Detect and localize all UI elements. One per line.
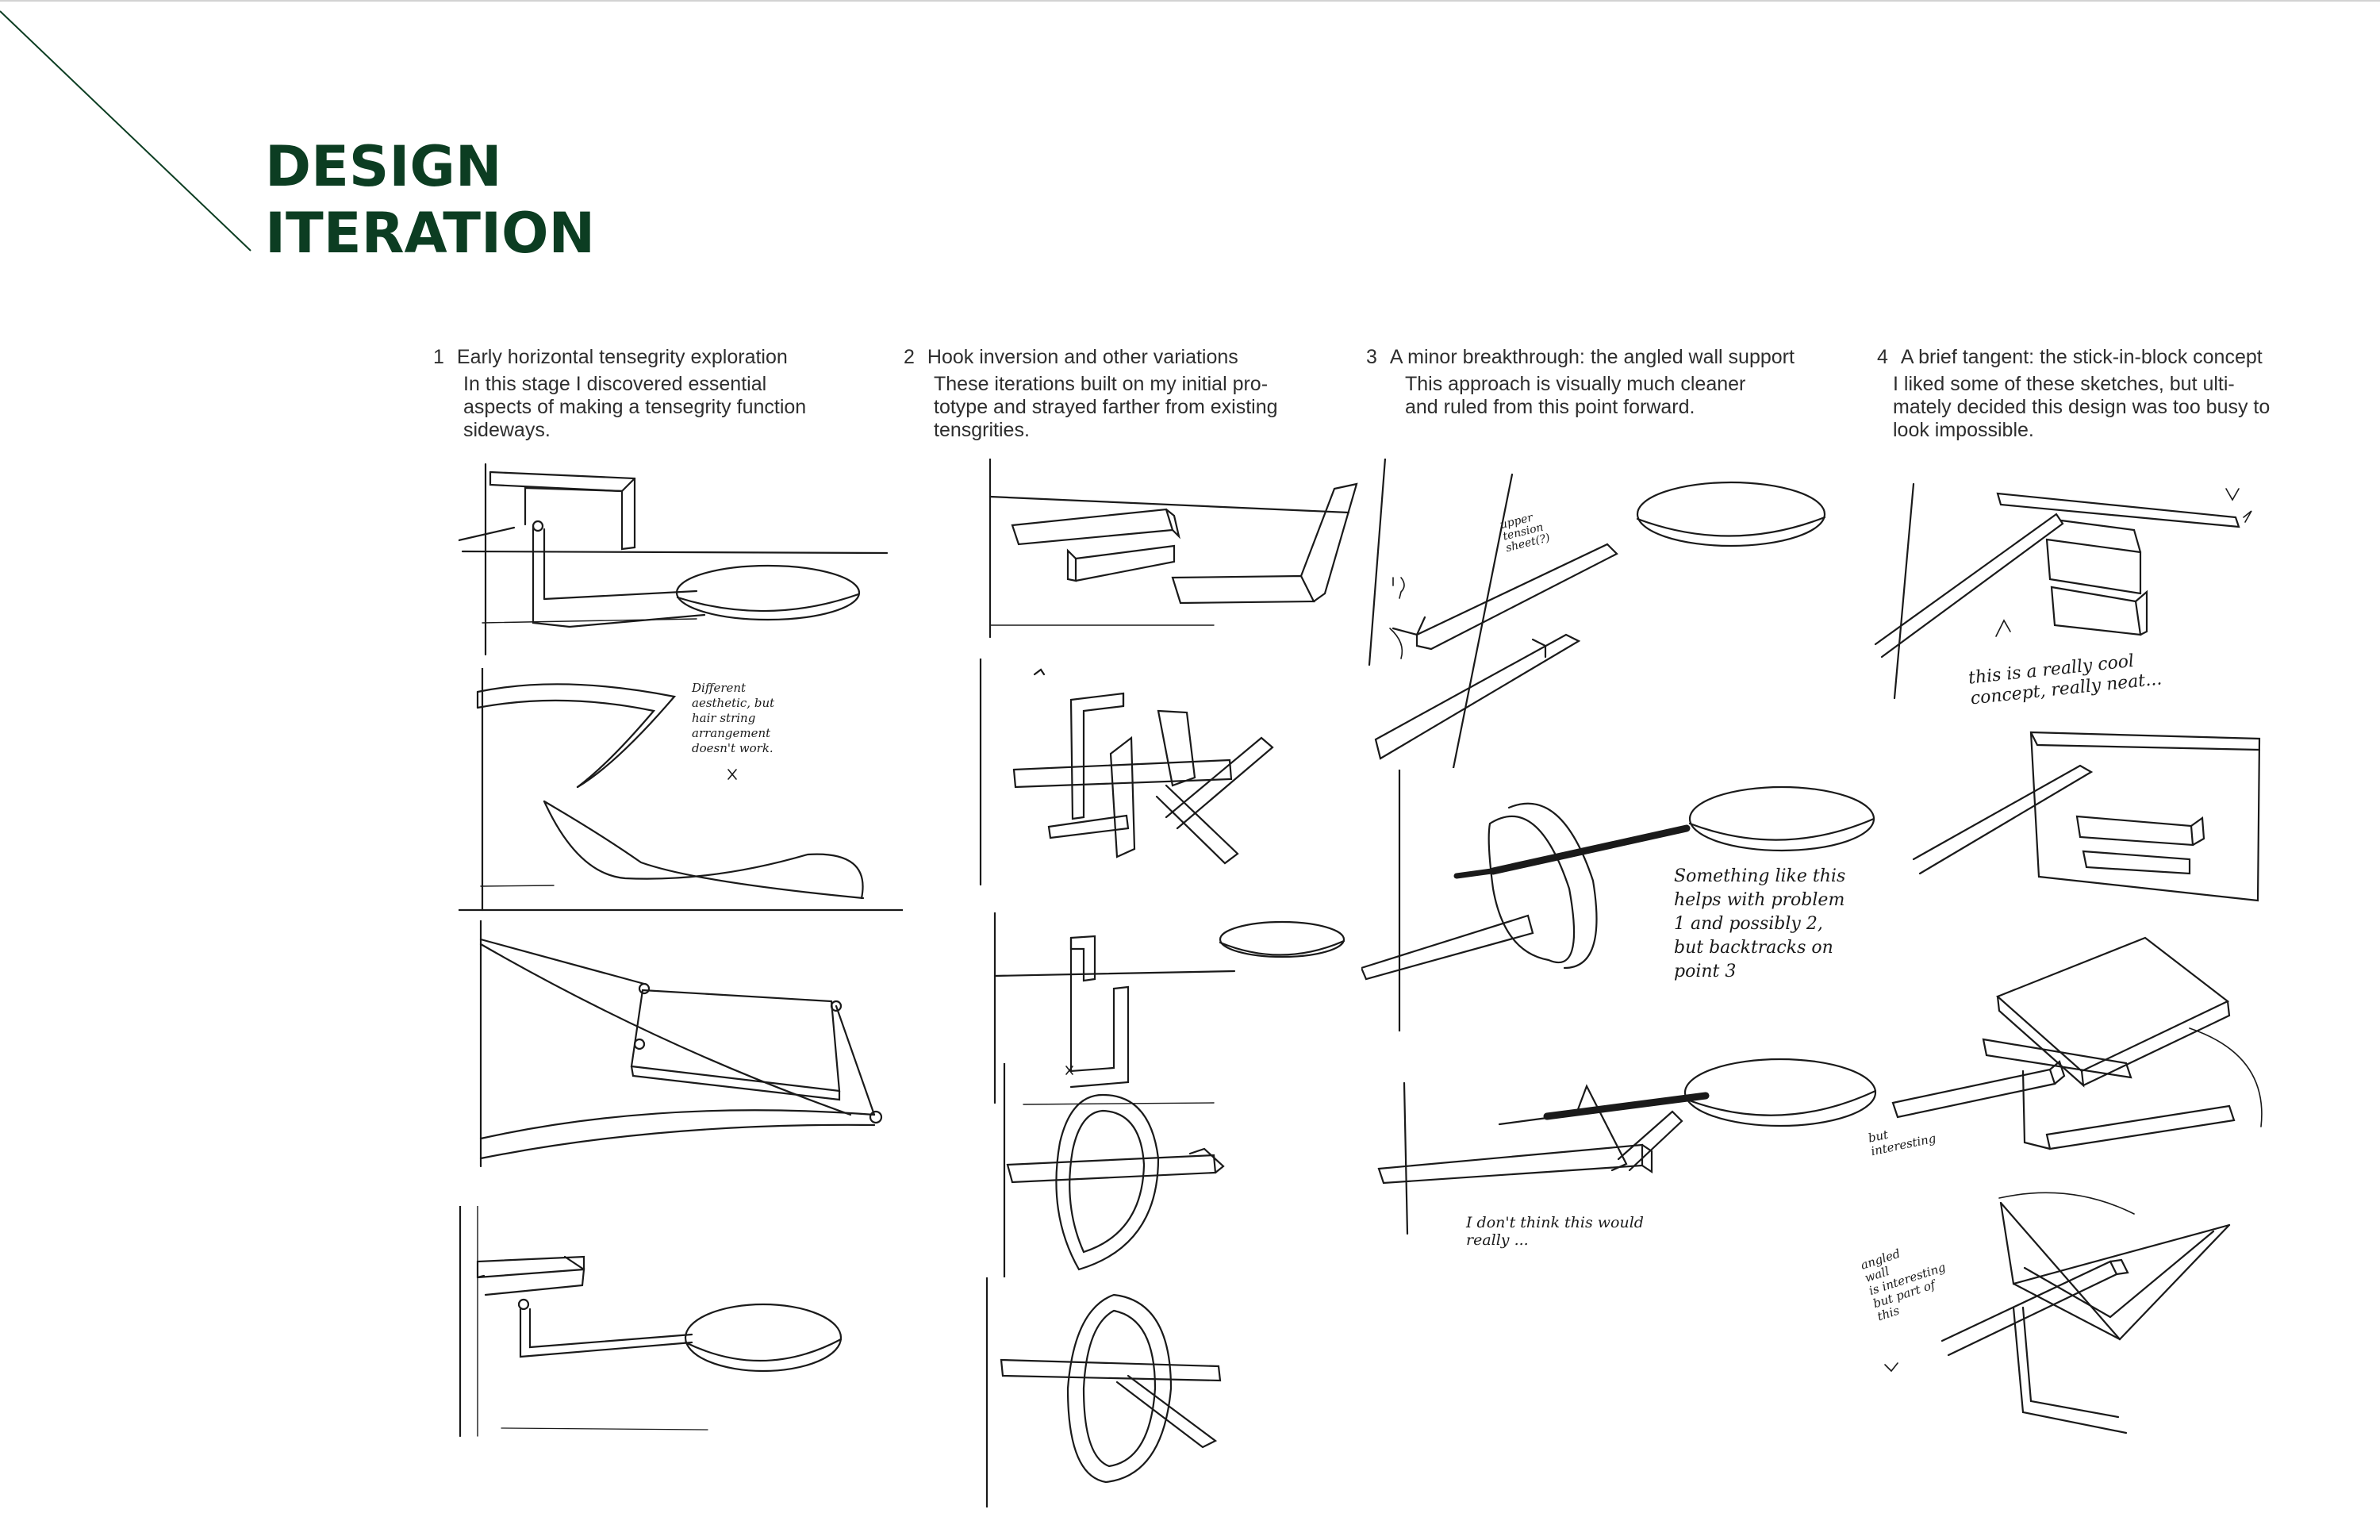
column-description: I liked some of these sketches, but ulti… bbox=[1893, 373, 2270, 442]
column-heading: A minor breakthrough: the angled wall su… bbox=[1389, 346, 1795, 368]
note-line: hair string bbox=[692, 711, 756, 725]
page-title: DESIGN ITERATION bbox=[265, 133, 595, 267]
note-3c: I don't think this would really ... bbox=[1466, 1214, 1644, 1249]
column-heading: Early horizontal tensegrity exploration bbox=[456, 346, 788, 368]
column-description: In this stage I discovered essential asp… bbox=[463, 373, 806, 442]
note-3b: Something like this helps with problem 1… bbox=[1674, 865, 1845, 984]
sketch-3c-braced-disc bbox=[1372, 1035, 1896, 1242]
note-line: doesn't work. bbox=[692, 741, 774, 755]
sketch-4a-stick-block bbox=[1871, 476, 2283, 706]
column-description: These iterations built on my initial pro… bbox=[934, 373, 1278, 442]
sketch-1d-hook-disc bbox=[454, 1206, 898, 1444]
description-line: This approach is visually much cleaner bbox=[1405, 373, 1746, 395]
description-line: totype and strayed farther from existing bbox=[934, 396, 1278, 418]
corner-diagonal-line bbox=[0, 10, 251, 252]
column-number: 4 bbox=[1877, 346, 1888, 368]
sketch-3a-angled-wall-disc bbox=[1361, 459, 1853, 768]
column-number: 3 bbox=[1366, 346, 1377, 368]
title-line-2: ITERATION bbox=[265, 201, 596, 266]
note-line: Different bbox=[692, 681, 747, 695]
note-line: 1 and possibly 2, bbox=[1674, 914, 1823, 934]
column-4-header: 4 A brief tangent: the stick-in-block con… bbox=[1877, 344, 2270, 442]
description-line: I liked some of these sketches, but ulti… bbox=[1893, 373, 2235, 395]
column-number: 1 bbox=[433, 346, 444, 368]
sketch-2b-interlocking-bars bbox=[968, 659, 1301, 889]
sketch-4b-folded-block bbox=[1904, 718, 2277, 916]
title-line-1: DESIGN bbox=[265, 134, 502, 199]
description-line: tensgrities. bbox=[934, 419, 1030, 441]
note-line: point 3 bbox=[1674, 962, 1737, 981]
note-line: really ... bbox=[1466, 1231, 1529, 1249]
description-line: mately decided this design was too busy … bbox=[1893, 396, 2271, 418]
description-line: look impossible. bbox=[1893, 419, 2034, 441]
description-line: sideways. bbox=[463, 419, 551, 441]
description-line: aspects of making a tensegrity function bbox=[463, 396, 807, 418]
sketch-2e-ring-support bbox=[981, 1277, 1234, 1507]
sketch-1c-tilted-plate bbox=[454, 920, 898, 1182]
note-line: I don't think this would bbox=[1466, 1214, 1644, 1231]
column-heading: A brief tangent: the stick-in-block conc… bbox=[1900, 346, 2263, 368]
note-1a: Different aesthetic, but hair string arr… bbox=[692, 681, 774, 756]
sketch-4d-triangle-block bbox=[1880, 1182, 2261, 1444]
note-line: Something like this bbox=[1674, 866, 1846, 886]
note-line: helps with problem bbox=[1674, 890, 1845, 910]
description-line: These iterations built on my initial pro… bbox=[934, 373, 1269, 395]
note-line: arrangement bbox=[692, 726, 771, 740]
sketch-3b-ring-disc bbox=[1361, 770, 1893, 1031]
column-2-header: 2 Hook inversion and other variations The… bbox=[904, 344, 1278, 442]
column-description: This approach is visually much cleaner a… bbox=[1405, 373, 1795, 419]
column-3-header: 3 A minor breakthrough: the angled wall s… bbox=[1366, 344, 1795, 419]
description-line: In this stage I discovered essential bbox=[463, 373, 767, 395]
top-rule bbox=[0, 0, 2380, 2]
description-line: and ruled from this point forward. bbox=[1405, 396, 1695, 418]
column-heading: Hook inversion and other variations bbox=[927, 346, 1238, 368]
sketch-1a-hook-table bbox=[459, 456, 903, 662]
note-line: but backtracks on bbox=[1674, 938, 1833, 958]
sketch-2c-disc-support bbox=[976, 912, 1357, 1111]
sketch-2a-angled-support bbox=[976, 459, 1365, 641]
sketch-1b-curved-table bbox=[459, 668, 903, 914]
column-1-header: 1 Early horizontal tensegrity exploration… bbox=[433, 344, 806, 442]
note-line: aesthetic, but bbox=[692, 696, 775, 710]
sketch-4c-stacked-blocks bbox=[1888, 936, 2285, 1174]
column-number: 2 bbox=[904, 346, 915, 368]
sketch-2d-loop-support bbox=[984, 1063, 1238, 1277]
